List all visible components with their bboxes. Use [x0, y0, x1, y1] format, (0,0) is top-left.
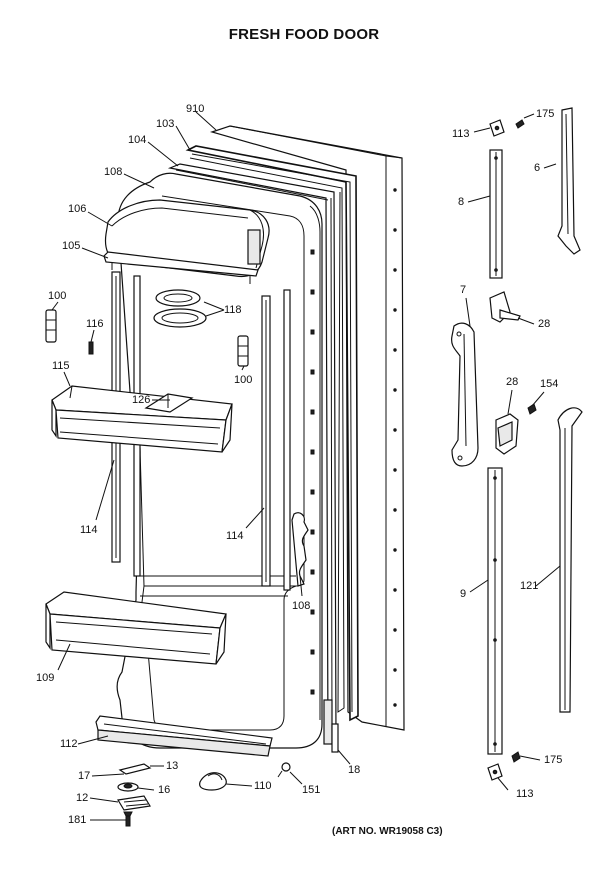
diagram-title: FRESH FOOD DOOR [228, 26, 380, 43]
cap-113-bottom [487, 763, 503, 781]
art-number: (ART NO. WR19058 C3) [332, 826, 443, 837]
door-panel-holes [393, 188, 397, 707]
callout-126: 126 [132, 394, 151, 406]
lower-rail-9 [487, 467, 503, 755]
callout-118: 118 [224, 304, 242, 316]
callout-175-bottom: 175 [544, 754, 563, 766]
cap-113-top [489, 119, 505, 137]
lower-door-shelf [45, 591, 227, 665]
callout-113-bottom: 113 [516, 788, 534, 800]
callout-28-top: 28 [538, 318, 551, 330]
shelf-support-right [261, 289, 291, 591]
pin-116 [88, 341, 94, 355]
egg-bins [153, 289, 207, 328]
callout-9: 9 [460, 588, 467, 600]
leader-lines [51, 111, 561, 821]
callout-100-left: 100 [48, 290, 67, 302]
bottom-trim [95, 715, 273, 757]
callout-115: 115 [52, 360, 70, 372]
upper-rail-8 [489, 149, 503, 279]
callout-106: 106 [68, 203, 87, 215]
callout-13: 13 [166, 760, 179, 772]
trim-strip-6 [557, 107, 581, 255]
dairy-bracket [103, 251, 259, 284]
callout-154: 154 [540, 378, 559, 390]
callout-151: 151 [302, 784, 321, 796]
callout-113-top: 113 [452, 128, 470, 140]
callout-8: 8 [458, 196, 465, 208]
callout-17: 17 [78, 770, 91, 782]
callout-103: 103 [156, 118, 175, 130]
shelf-clip-left [45, 309, 57, 343]
upper-door-shelf [51, 385, 233, 453]
shelf-retainer-108 [291, 512, 309, 587]
callout-108-mid: 108 [292, 600, 311, 612]
callout-110: 110 [254, 780, 272, 792]
callout-114-left: 114 [80, 524, 98, 536]
callout-6: 6 [534, 162, 541, 174]
callout-28-bottom: 28 [506, 376, 519, 388]
callout-910: 910 [186, 103, 205, 115]
callout-100-right: 100 [234, 374, 253, 386]
shelf-clip-right [237, 335, 249, 367]
callout-112: 112 [60, 738, 78, 750]
door-gasket [185, 145, 359, 722]
callout-18: 18 [348, 764, 361, 776]
hinge-parts [117, 763, 152, 827]
callout-16: 16 [158, 784, 171, 796]
callout-109: 109 [36, 672, 55, 684]
handle-mount-lower [495, 413, 519, 455]
shelf-divider [144, 393, 194, 413]
door-handle-7 [451, 322, 479, 467]
screw-175-bottom [511, 751, 521, 763]
callout-121: 121 [520, 580, 539, 592]
callout-104: 104 [128, 134, 147, 146]
screw-175-top [515, 119, 525, 129]
callout-114-right: 114 [226, 530, 244, 542]
trim-18-end [331, 723, 339, 753]
roller-110 [199, 772, 227, 791]
callout-108-top: 108 [104, 166, 123, 178]
trim-strip-121 [557, 407, 583, 713]
callout-105: 105 [62, 240, 81, 252]
callout-175-top: 175 [536, 108, 555, 120]
liner-side-holes [310, 249, 315, 695]
callout-12: 12 [76, 792, 89, 804]
callout-181: 181 [68, 814, 87, 826]
callout-7: 7 [460, 284, 467, 296]
screw-151 [277, 762, 291, 778]
handle-mount-upper [489, 291, 521, 323]
callout-116: 116 [86, 318, 104, 330]
